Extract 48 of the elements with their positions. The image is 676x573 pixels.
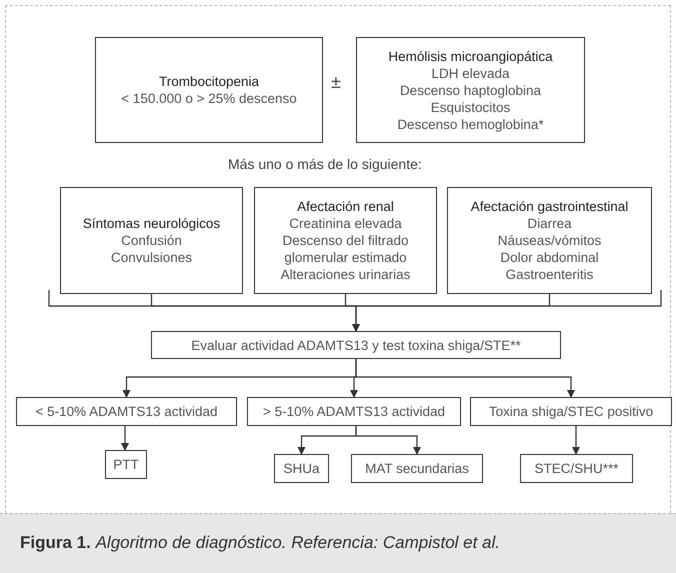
box-text: MAT secundarias	[365, 460, 469, 477]
process-box	[351, 454, 483, 483]
process-box	[470, 397, 672, 426]
box-heading: Afectación gastrointestinal	[470, 198, 628, 215]
box-heading: Hemólisis microangiopática	[388, 48, 553, 64]
box-text: PTT	[113, 456, 139, 473]
arrow	[121, 426, 129, 451]
box-text: Diarrea	[527, 215, 572, 232]
box-text: Descenso haptoglobina	[400, 82, 542, 98]
box-text: Descenso del filtrado glomerular estimado	[281, 232, 410, 266]
box-text: Creatinina elevada	[289, 215, 402, 232]
box-text: < 5-10% ADAMTS13 actividad	[36, 403, 218, 420]
box-text: Confusión	[121, 232, 182, 249]
box-text: Dolor abdominal	[500, 249, 599, 266]
process-box	[247, 397, 461, 426]
box-text: SHUa	[283, 460, 320, 477]
arrow	[352, 294, 550, 332]
box-text: Toxina shiga/STEC positivo	[488, 403, 654, 420]
process-box	[95, 37, 323, 143]
arrow	[572, 426, 580, 455]
arrow	[355, 426, 421, 455]
box-text: Náuseas/vómitos	[498, 232, 602, 249]
process-box	[60, 187, 243, 294]
box-text: Convulsiones	[110, 249, 192, 266]
process-box	[274, 454, 329, 483]
process-box	[356, 37, 585, 143]
box-text: Esquistocitos	[430, 98, 510, 116]
plus-minus-sign: ±	[331, 72, 341, 93]
process-box	[254, 187, 437, 294]
box-text: Evaluar actividad ADAMTS13 y test toxina shiga/STE**	[191, 336, 521, 354]
box-text: > 5-10% ADAMTS13 actividad	[263, 403, 445, 420]
process-box	[447, 187, 652, 294]
box-heading: Síntomas neurológicos	[82, 215, 220, 232]
box-text: Descenso hemoglobina*	[397, 116, 544, 132]
process-box	[151, 331, 561, 359]
box-text: Alteraciones urinarias	[280, 266, 410, 283]
process-box	[16, 397, 237, 426]
note-text: Más uno o más de lo siguiente:	[228, 156, 422, 172]
box-heading: Trombocitopenia	[158, 73, 260, 90]
arrow	[355, 359, 575, 398]
process-box	[105, 450, 147, 479]
box-text: Gastroenteritis	[506, 266, 594, 283]
box-text: < 150.000 o > 25% descenso	[121, 90, 297, 107]
box-text: STEC/SHU***	[534, 460, 619, 477]
box-heading: Afectación renal	[297, 198, 394, 215]
process-box	[520, 454, 633, 483]
figure-caption: Figura 1. Algoritmo de diagnóstico. Referencia: Campistol et al.	[20, 533, 500, 553]
box-text: LDH elevada	[431, 64, 510, 82]
